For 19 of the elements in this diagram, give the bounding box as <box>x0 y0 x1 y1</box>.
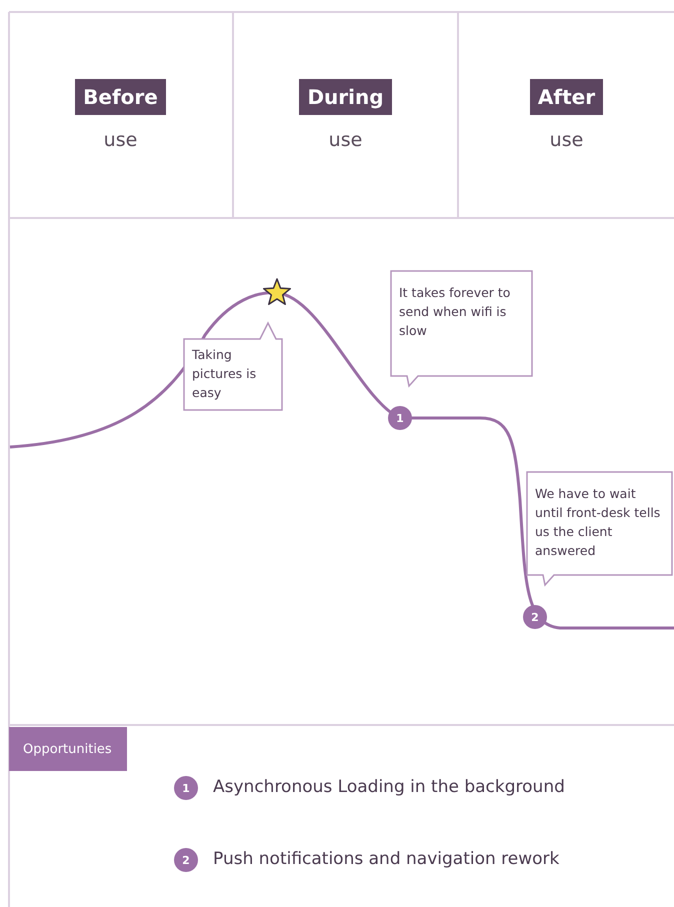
stage-subtitle: use <box>328 129 362 151</box>
number-badge: 2 <box>174 848 198 872</box>
speech-bubble <box>526 471 674 588</box>
stage-subtitle: use <box>104 129 138 151</box>
opportunity-text: Asynchronous Loading in the background <box>213 777 565 797</box>
bubble-text: We have to wait until front-desk tells us the client answered <box>535 485 662 560</box>
section-tab: Opportunities <box>9 727 127 771</box>
stage-tag: After <box>530 79 604 115</box>
number-badge: 2 <box>523 605 547 629</box>
number-badge: 1 <box>174 776 198 800</box>
speech-bubble <box>390 270 534 388</box>
stage-tag: During <box>299 79 392 115</box>
bubble-text: Taking pictures is easy <box>192 346 258 402</box>
stage-subtitle: use <box>550 129 584 151</box>
speech-bubble <box>183 320 284 412</box>
number-badge: 1 <box>388 406 412 430</box>
opportunity-text: Push notifications and navigation rework <box>213 849 560 869</box>
bubble-text: It takes forever to send when wifi is slow <box>399 284 512 340</box>
stage-tag: Before <box>75 79 166 115</box>
